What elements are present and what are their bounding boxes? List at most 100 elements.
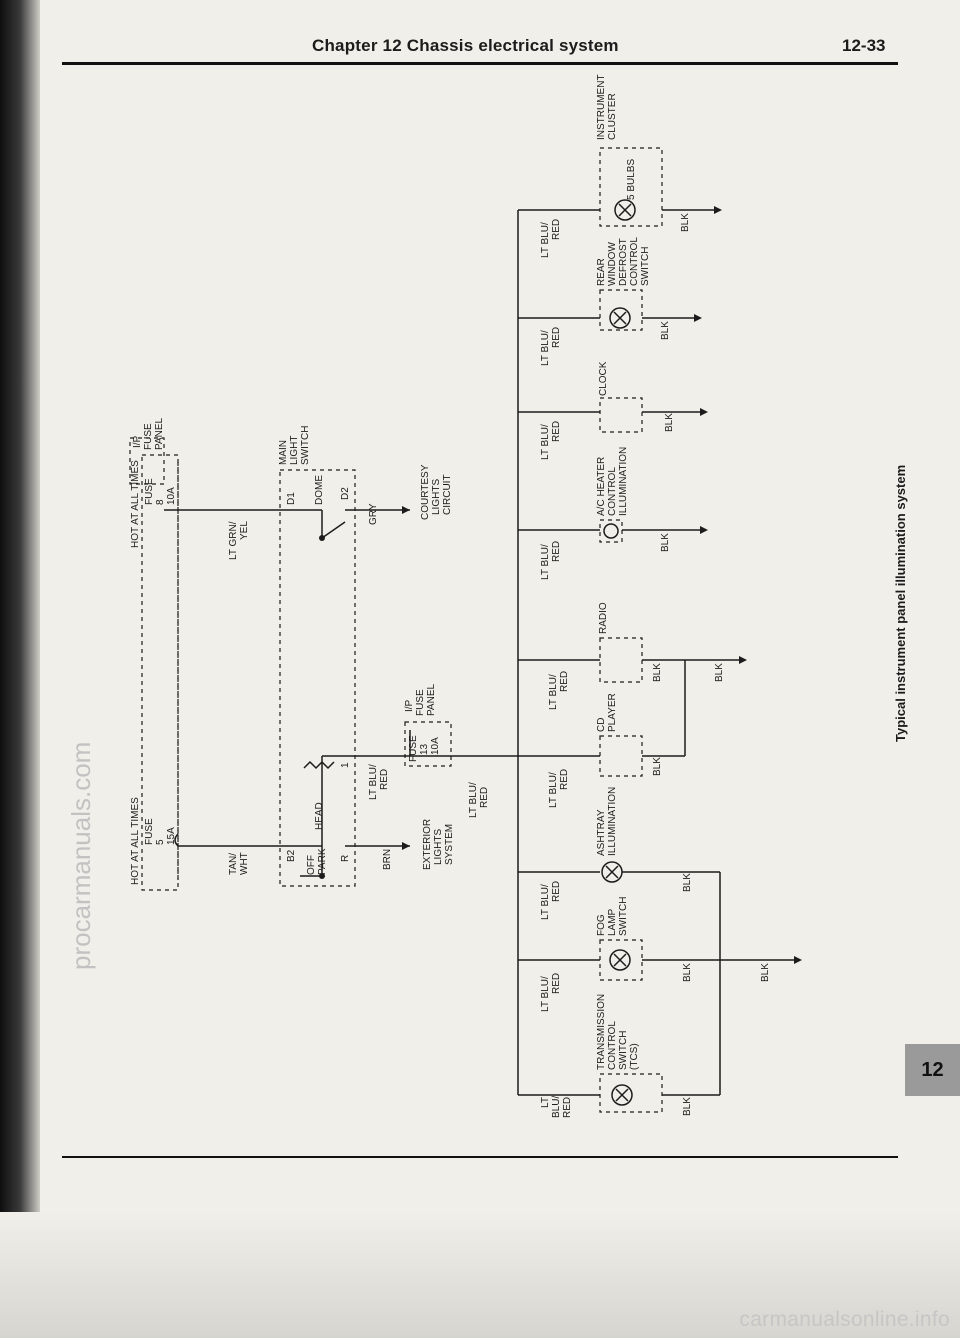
label-bus-5b: RED [559, 671, 570, 692]
label-fog-3: SWITCH [618, 897, 629, 936]
label-fuse-13-name: FUSE [408, 735, 419, 762]
label-blk-5: BLK [652, 663, 663, 682]
label-bus-7b: RED [551, 881, 562, 902]
label-fuse-5-name: FUSE [144, 818, 155, 845]
fuse-5-circuit [174, 730, 518, 879]
label-lt-blu-red-b2: RED [479, 787, 490, 808]
label-fuse-8-rating: 10A [166, 487, 177, 505]
label-blk-8: BLK [682, 873, 693, 892]
label-bus-8a: LT BLU/ [540, 976, 551, 1012]
label-d1: D1 [286, 492, 297, 505]
label-lt-blu-red-a2: RED [379, 769, 390, 790]
label-bus-2b: RED [551, 327, 562, 348]
label-blk-10: BLK [760, 963, 771, 982]
components [599, 147, 663, 1113]
label-bus-4a: LT BLU/ [540, 544, 551, 580]
label-fuse-5-rating: 15A [166, 827, 177, 845]
label-ac-3: ILLUMINATION [618, 447, 629, 516]
label-bus-8b: RED [551, 973, 562, 994]
label-fuse-13-number: 13 [419, 743, 430, 755]
main-light-switch-module [141, 454, 356, 891]
label-fuse-5-number: 5 [155, 839, 166, 845]
label-bus-2a: LT BLU/ [540, 330, 551, 366]
watermark-bottom: carmanualsonline.info [739, 1308, 950, 1331]
label-bus-4b: RED [551, 541, 562, 562]
label-main-switch-1: MAIN [278, 440, 289, 465]
label-exterior-3: SYSTEM [444, 824, 455, 865]
label-bus-5a: LT BLU/ [548, 674, 559, 710]
label-brn: BRN [382, 849, 393, 870]
footer-rule [62, 1156, 898, 1158]
label-off: OFF [306, 855, 317, 875]
caption: Typical instrument panel illumination sy… [893, 465, 908, 742]
label-trans-4: (TCS) [629, 1043, 640, 1070]
label-park: PARK [317, 848, 328, 875]
label-bulbs: 5 BULBS [626, 159, 637, 200]
label-courtesy-1: COURTESY [420, 464, 431, 520]
label-fuse-13-rating: 10A [430, 737, 441, 755]
label-rear-4: CONTROL [629, 237, 640, 286]
label-blk-11: BLK [682, 1097, 693, 1116]
label-main-switch-2: LIGHT [289, 436, 300, 465]
ground-wiring [622, 206, 802, 1096]
label-ip-fuse-8-1: I/P [132, 435, 143, 448]
header-rule [62, 62, 898, 65]
chapter-title: Chapter 12 Chassis electrical system [312, 36, 619, 55]
label-ip-fuse-8-2: FUSE [143, 423, 154, 450]
label-ac-1: A/C HEATER [596, 457, 607, 516]
label-ashtray-1: ASHTRAY [596, 809, 607, 856]
label-ac-2: CONTROL [607, 467, 618, 516]
label-blk-4: BLK [660, 533, 671, 552]
label-ip-fuse-13-3: PANEL [426, 684, 437, 716]
label-r: R [340, 855, 351, 862]
label-trans-wire-1: LT [540, 1097, 551, 1108]
label-d2: D2 [340, 487, 351, 500]
watermark-left-text: procarmanuals.com [66, 742, 96, 970]
label-rear-5: SWITCH [640, 247, 651, 286]
label-tan-wht-1: TAN/ [228, 853, 239, 875]
label-lt-grn-yel-1: LT GRN/ [228, 521, 239, 560]
label-ashtray-2: ILLUMINATION [607, 787, 618, 856]
page-binding-shadow [0, 0, 40, 1338]
label-cd-1: CD [596, 718, 607, 732]
watermark-left: procarmanuals.com [66, 742, 96, 970]
label-head: HEAD [314, 802, 325, 830]
page-bottom-shadow [0, 1212, 960, 1338]
label-fuse-8-number: 8 [155, 499, 166, 505]
label-hot-at-all-times-2: HOT AT ALL TIMES [130, 460, 141, 548]
chapter-tab: 12 [905, 1044, 960, 1096]
caption-text: Typical instrument panel illumination sy… [893, 465, 908, 742]
label-cd-2: PLAYER [607, 693, 618, 732]
label-trans-3: SWITCH [618, 1031, 629, 1070]
label-bus-1a: LT BLU/ [540, 222, 551, 258]
label-blk-1: BLK [680, 213, 691, 232]
label-bus-1b: RED [551, 219, 562, 240]
label-fog-1: FOG [596, 914, 607, 936]
label-bus-3b: RED [551, 421, 562, 442]
label-trans-1: TRANSMISSION [596, 994, 607, 1070]
label-dome: DOME [314, 475, 325, 505]
label-instrument-1: INSTRUMENT [596, 74, 607, 140]
label-lt-blu-red-a1: LT BLU/ [368, 764, 379, 800]
label-blk-9: BLK [682, 963, 693, 982]
label-trans-2: CONTROL [607, 1021, 618, 1070]
label-ip-fuse-13-1: I/P [404, 699, 415, 712]
fuse-8-circuit [129, 437, 410, 541]
label-blk-6: BLK [714, 663, 725, 682]
label-main-switch-3: SWITCH [300, 426, 311, 465]
label-n1: 1 [340, 762, 351, 768]
label-bus-7a: LT BLU/ [540, 884, 551, 920]
label-fog-2: LAMP [607, 908, 618, 936]
label-fuse-8-name: FUSE [144, 478, 155, 505]
label-blk-3: BLK [664, 413, 675, 432]
label-hot-at-all-times-1: HOT AT ALL TIMES [130, 797, 141, 885]
label-bus-6a: LT BLU/ [548, 772, 559, 808]
label-radio: RADIO [598, 602, 609, 634]
label-tan-wht-2: WHT [239, 852, 250, 875]
label-courtesy-2: LIGHTS [431, 479, 442, 515]
chapter-tab-label: 12 [921, 1059, 944, 1081]
label-bus-6b: RED [559, 769, 570, 790]
diagram-labels: HOT AT ALL TIMES FUSE 5 15A TAN/ WHT B2 … [130, 74, 771, 1118]
label-clock: CLOCK [598, 361, 609, 396]
